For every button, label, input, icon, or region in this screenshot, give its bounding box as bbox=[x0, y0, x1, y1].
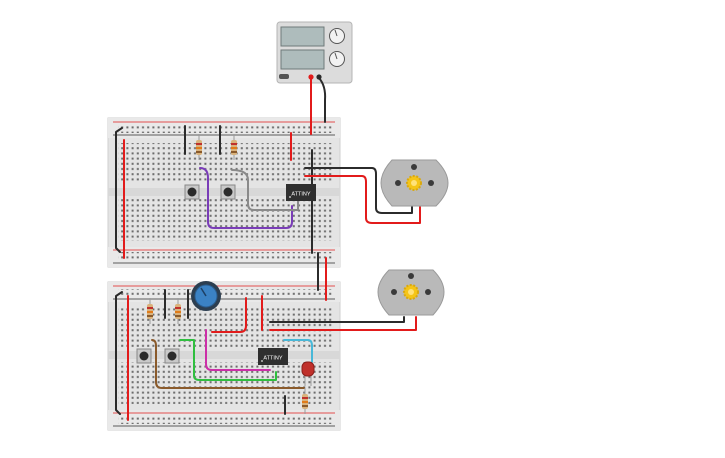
attiny-chip-bottom[interactable]: ATTINY bbox=[258, 348, 288, 365]
resistor-top-2[interactable] bbox=[231, 134, 237, 160]
breadboard-top[interactable] bbox=[107, 117, 341, 268]
pushbutton-top-2[interactable] bbox=[220, 184, 236, 200]
attiny-chip-bottom-label: ATTINY bbox=[263, 356, 282, 362]
resistor-bottom-2[interactable] bbox=[175, 298, 181, 324]
wire-gray[interactable] bbox=[231, 169, 299, 211]
led-red[interactable] bbox=[301, 361, 315, 386]
wire-motor1-black[interactable] bbox=[304, 167, 413, 214]
resistor-bottom-1[interactable] bbox=[147, 298, 153, 324]
resistor-bottom-3[interactable] bbox=[302, 388, 308, 414]
voltage-display bbox=[280, 26, 325, 47]
wire-motor2-red[interactable] bbox=[269, 316, 417, 331]
potentiometer[interactable] bbox=[191, 281, 221, 311]
wire-motor2-black[interactable] bbox=[269, 316, 405, 323]
pushbutton-bottom-2[interactable] bbox=[164, 348, 180, 364]
wire-top-left-rail[interactable] bbox=[115, 127, 123, 253]
power-switch[interactable] bbox=[279, 74, 289, 79]
wire-cyan[interactable] bbox=[283, 339, 313, 363]
wire-magenta[interactable] bbox=[205, 329, 271, 371]
resistor-top-1[interactable] bbox=[196, 134, 202, 160]
pushbutton-top-1[interactable] bbox=[184, 184, 200, 200]
power-supply[interactable] bbox=[276, 21, 353, 84]
current-display bbox=[280, 49, 325, 70]
pushbutton-bottom-1[interactable] bbox=[136, 348, 152, 364]
wire-supply-negative[interactable] bbox=[318, 77, 327, 123]
wire-brown[interactable] bbox=[151, 339, 305, 389]
attiny-chip-top-label: ATTINY bbox=[291, 192, 310, 198]
wire-motor1-red[interactable] bbox=[304, 175, 421, 224]
dc-motor-2[interactable] bbox=[377, 269, 445, 316]
wire-group bbox=[115, 77, 421, 421]
attiny-chip-top[interactable]: ATTINY bbox=[286, 184, 316, 201]
wire-bottom-red-pot[interactable] bbox=[211, 297, 247, 333]
wire-green[interactable] bbox=[179, 339, 277, 381]
dc-motor-1[interactable] bbox=[380, 159, 449, 207]
wire-bottom-left-rail[interactable] bbox=[115, 291, 123, 415]
wire-purple[interactable] bbox=[199, 167, 293, 229]
